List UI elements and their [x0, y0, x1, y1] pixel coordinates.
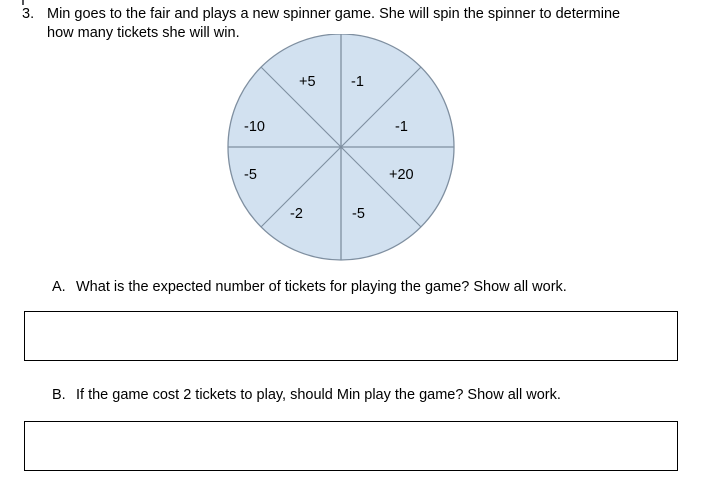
part-b-text: If the game cost 2 tickets to play, shou…	[76, 387, 561, 403]
answer-box-a[interactable]	[24, 311, 678, 361]
question-number: 3.	[22, 6, 35, 22]
spinner-label-minus10: -10	[244, 119, 265, 135]
question-stem: 3. Min goes to the fair and plays a new …	[22, 5, 662, 43]
spinner-label-plus20: +20	[389, 167, 414, 183]
top-edge-artifact	[22, 0, 24, 5]
answer-box-b[interactable]	[24, 421, 678, 471]
spinner-label-minus5-bottom: -5	[352, 206, 365, 222]
question-text: Min goes to the fair and plays a new spi…	[47, 6, 621, 41]
part-a-letter: A.	[52, 279, 66, 295]
part-b-letter: B.	[52, 387, 66, 403]
spinner-label-minus2: -2	[290, 206, 303, 222]
spinner-label-minus1-top: -1	[351, 74, 364, 90]
spinner-label-minus1-right: -1	[395, 119, 408, 135]
spinner-label-minus5-left: -5	[244, 167, 257, 183]
part-a-text: What is the expected number of tickets f…	[76, 279, 567, 295]
spinner-diagram: +5 -1 -1 +20 -5 -2 -5 -10	[227, 34, 455, 262]
spinner-divider-diagonal-nesw	[260, 66, 422, 228]
part-a: A. What is the expected number of ticket…	[52, 278, 672, 297]
spinner-label-plus5: +5	[299, 74, 316, 90]
part-b: B. If the game cost 2 tickets to play, s…	[52, 386, 672, 405]
spinner-svg	[227, 34, 455, 261]
